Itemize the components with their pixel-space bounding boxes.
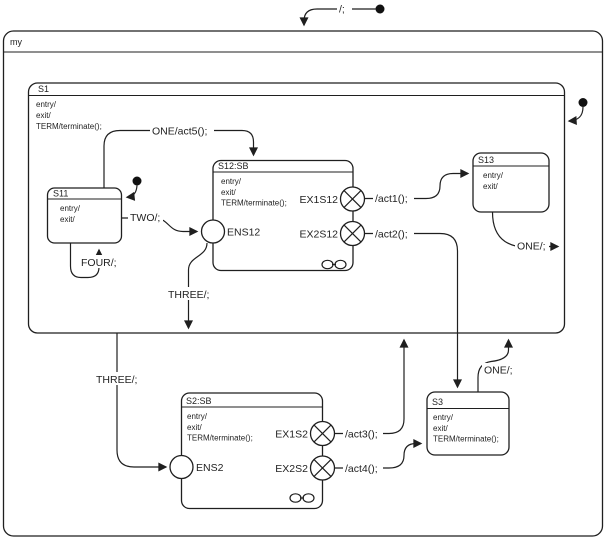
transition-three-inner[interactable] (184, 242, 208, 330)
transition-default-s11[interactable] (125, 185, 138, 201)
transition-label-one-s3[interactable]: ONE/; (482, 363, 515, 377)
state-s3-term-action: TERM/terminate(); (433, 435, 499, 444)
exit-point-ex2s2-label: EX2S2 (275, 463, 308, 475)
state-s11-exit-action: exit/ (60, 215, 75, 224)
state-s2: S2:SB entry/ exit/ TERM/terminate(); (180, 392, 324, 510)
exit-point-ex1s12[interactable] (339, 186, 366, 212)
exit-point-ex2s12[interactable] (339, 220, 366, 247)
svg-text:THREE/;: THREE/; (168, 289, 209, 301)
state-s12-title: S12:SB (218, 161, 249, 171)
exit-point-ex1s2[interactable] (309, 420, 336, 447)
entry-point-circle-icon[interactable] (169, 454, 194, 480)
transition-label-three-outer[interactable]: THREE/; (94, 372, 140, 386)
state-s13-border[interactable] (472, 152, 550, 213)
state-s2-border[interactable] (180, 392, 324, 510)
svg-text:ONE/;: ONE/; (484, 365, 513, 377)
state-s13-entry-action: entry/ (483, 171, 504, 180)
svg-text:ONE/;: ONE/; (517, 241, 546, 253)
svg-text:/act3();: /act3(); (345, 429, 378, 441)
svg-text:/act4();: /act4(); (345, 463, 378, 475)
initial-state-dot-s11[interactable] (132, 176, 142, 186)
transition-four-selfloop[interactable] (69, 243, 104, 279)
exit-point-ex1s12-label: EX1S12 (299, 194, 338, 206)
svg-text:/;: /; (339, 4, 345, 16)
state-s11-title: S11 (53, 189, 68, 199)
state-s3-title: S3 (432, 397, 443, 407)
exit-point-ex2s12-label: EX2S12 (299, 229, 338, 241)
exit-point-ex2s2[interactable] (309, 455, 336, 481)
transition-label-two[interactable]: TWO/; (128, 211, 163, 224)
svg-text:TWO/;: TWO/; (130, 212, 160, 224)
state-s12-term-action: TERM/terminate(); (221, 199, 287, 208)
state-s12-entry-action: entry/ (221, 177, 242, 186)
transition-label-chart-default[interactable]: /; (337, 2, 352, 16)
transition-default-s1[interactable] (567, 106, 584, 126)
transition-label-act4[interactable]: /act4(); (343, 461, 383, 475)
transition-act3[interactable] (334, 338, 409, 435)
entry-point-ens12-label: ENS12 (227, 227, 260, 239)
transition-chart-default[interactable] (299, 8, 376, 27)
entry-point-ens2[interactable] (169, 454, 194, 480)
entry-point-ens12[interactable] (200, 219, 226, 244)
state-s11: S11 entry/ exit/ (46, 187, 123, 244)
state-s12: S12:SB entry/ exit/ TERM/terminate(); (212, 159, 354, 272)
state-s13-exit-action: exit/ (483, 182, 498, 191)
transition-act1[interactable] (364, 169, 470, 200)
state-my-title: my (10, 37, 22, 47)
svg-text:ONE/act5();: ONE/act5(); (152, 126, 207, 138)
state-s3-exit-action: exit/ (433, 424, 448, 433)
transition-one-s3[interactable] (477, 338, 513, 392)
svg-text:/act2();: /act2(); (375, 229, 408, 241)
svg-text:/act1();: /act1(); (375, 193, 408, 205)
state-s2-title: S2:SB (186, 396, 212, 406)
transition-label-one-s13[interactable]: ONE/; (515, 239, 549, 253)
initial-state-dot-chart[interactable] (375, 4, 385, 14)
transition-label-one-act5[interactable]: ONE/act5(); (150, 123, 214, 138)
transition-three-outer[interactable] (116, 333, 168, 472)
state-s11-border[interactable] (46, 187, 123, 244)
entry-point-circle-icon[interactable] (200, 219, 226, 244)
transition-label-four[interactable]: FOUR/; (79, 255, 121, 269)
state-s12-border[interactable] (212, 159, 354, 272)
svg-text:FOUR/;: FOUR/; (81, 257, 117, 269)
transition-label-act2[interactable]: /act2(); (373, 226, 414, 241)
state-s11-entry-action: entry/ (60, 204, 81, 213)
state-s3: S3 entry/ exit/ TERM/terminate(); (426, 391, 510, 456)
transition-act4[interactable] (334, 439, 423, 469)
exit-point-ex1s2-label: EX1S2 (275, 429, 308, 441)
transition-label-three-inner[interactable]: THREE/; (166, 287, 212, 301)
state-s1-term-action: TERM/terminate(); (36, 122, 102, 131)
initial-state-dot-s1[interactable] (578, 98, 588, 107)
transition-label-act3[interactable]: /act3(); (343, 426, 383, 441)
svg-text:THREE/;: THREE/; (96, 374, 137, 386)
state-s12-exit-action: exit/ (221, 188, 236, 197)
transition-label-act1[interactable]: /act1(); (373, 191, 414, 205)
submachine-link-icon (289, 493, 315, 503)
state-s2-exit-action: exit/ (187, 423, 202, 432)
state-s13: S13 entry/ exit/ (472, 152, 550, 213)
state-s1-title: S1 (38, 84, 49, 94)
state-s3-border[interactable] (426, 391, 510, 456)
state-s1-entry-action: entry/ (36, 100, 57, 109)
state-s2-entry-action: entry/ (187, 412, 208, 421)
transition-act2[interactable] (364, 232, 462, 389)
submachine-link-icon (321, 259, 347, 270)
entry-point-ens2-label: ENS2 (196, 462, 224, 474)
state-s2-term-action: TERM/terminate(); (187, 434, 253, 443)
state-s1-exit-action: exit/ (36, 111, 51, 120)
state-s13-title: S13 (478, 155, 494, 165)
state-s3-entry-action: entry/ (433, 413, 454, 422)
